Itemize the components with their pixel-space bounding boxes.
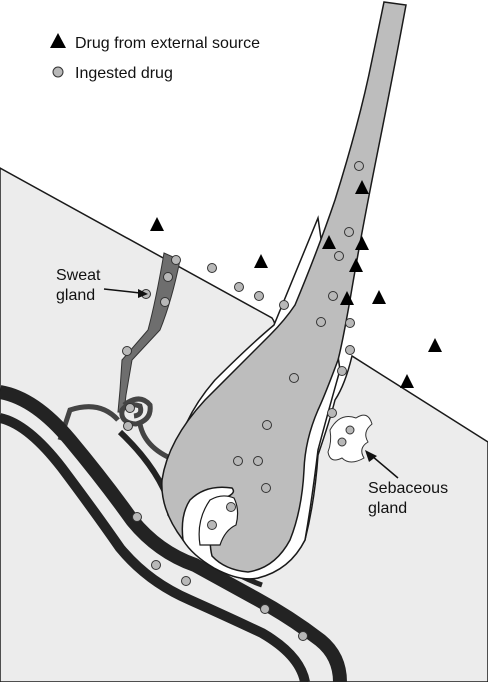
ingested-dot — [125, 403, 135, 413]
ingested-dot — [327, 408, 337, 418]
ingested-dot — [207, 263, 217, 273]
ingested-dot — [254, 291, 264, 301]
legend-circle-icon — [52, 66, 64, 78]
ingested-dot — [260, 604, 270, 614]
external-triangle — [355, 180, 369, 194]
blood-vessel-1 — [0, 385, 347, 682]
external-triangle — [340, 291, 354, 305]
ingested-dot — [345, 425, 355, 435]
ingested-dot — [181, 576, 191, 586]
ingested-dot — [234, 282, 244, 292]
ingested-dot — [298, 631, 308, 641]
ingested-dot — [233, 456, 243, 466]
blood-vessel-2 — [0, 413, 310, 682]
sebaceous-gland-arrow — [365, 450, 399, 479]
legend-external-label: Drug from external source — [75, 35, 260, 52]
external-triangle — [322, 235, 336, 249]
ingested-dot — [122, 346, 132, 356]
external-triangle — [254, 254, 268, 268]
ingested-dot — [262, 420, 272, 430]
ingested-dot — [163, 272, 173, 282]
sweat-gland-arrow — [103, 288, 148, 298]
external-drug-triangles — [150, 180, 442, 388]
external-triangle — [355, 236, 369, 250]
ingested-dot — [354, 161, 364, 171]
external-triangle — [349, 258, 363, 272]
sweat-gland-label-line2: gland — [56, 287, 95, 304]
ingested-dot — [289, 373, 299, 383]
external-triangle — [428, 338, 442, 352]
ingested-dot — [328, 291, 338, 301]
ingested-dot — [279, 300, 289, 310]
ingested-dot — [337, 437, 347, 447]
ingested-dot — [345, 318, 355, 328]
legend: Drug from external source Ingested drug — [50, 33, 260, 82]
ingested-dot — [132, 512, 142, 522]
ingested-dot — [160, 297, 170, 307]
ingested-dot — [316, 317, 326, 327]
external-triangle — [372, 290, 386, 304]
ingested-dot — [226, 502, 236, 512]
external-triangle — [400, 374, 414, 388]
ingested-dot — [334, 251, 344, 261]
sebaceous-gland-label-line1: Sebaceous — [368, 480, 448, 497]
ingested-dot — [337, 366, 347, 376]
ingested-dot — [151, 560, 161, 570]
ingested-dot — [171, 255, 181, 265]
legend-ingested-label: Ingested drug — [75, 65, 173, 82]
legend-triangle-icon — [50, 33, 66, 48]
sebaceous-gland — [327, 414, 373, 463]
ingested-dot — [123, 421, 133, 431]
ingested-dot — [345, 345, 355, 355]
sweat-gland-label-line1: Sweat — [56, 267, 101, 284]
external-triangle — [150, 217, 164, 231]
sebaceous-gland-label-line2: gland — [368, 500, 407, 517]
ingested-dot — [344, 227, 354, 237]
ingested-dot — [253, 456, 263, 466]
ingested-dot — [261, 483, 271, 493]
ingested-dot — [207, 520, 217, 530]
